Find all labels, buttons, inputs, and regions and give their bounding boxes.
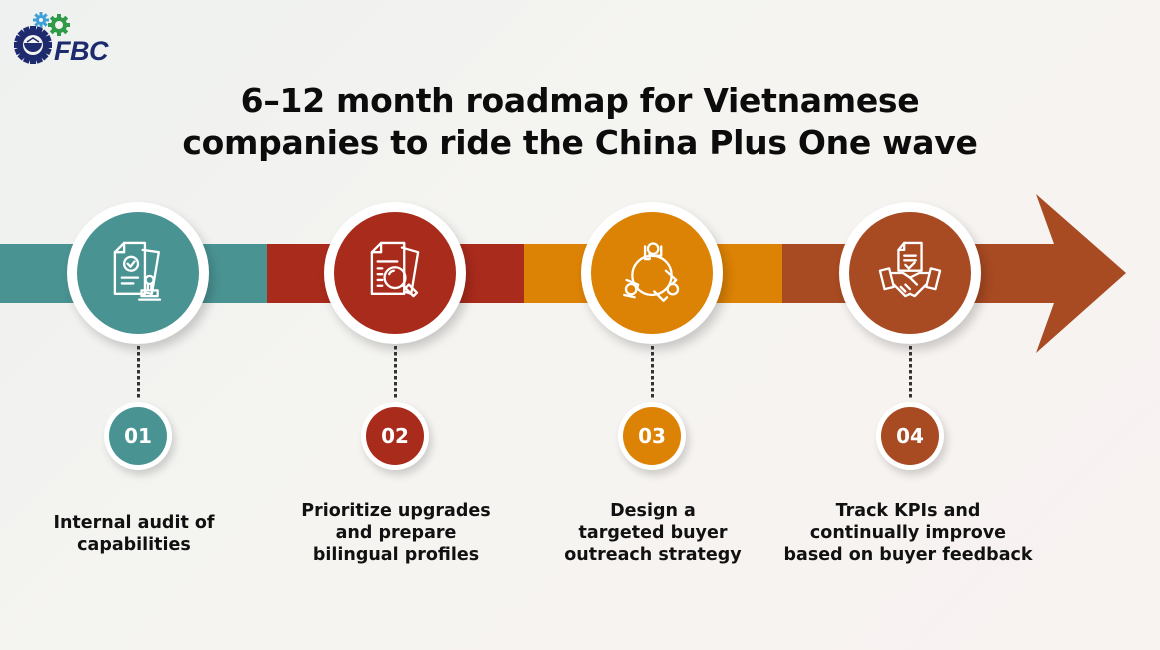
title-line-2: companies to ride the China Plus One wav…: [182, 123, 978, 162]
team-meeting-icon: [623, 242, 680, 302]
arrow-head-icon: [1030, 194, 1126, 353]
connector-dots-4: [909, 346, 912, 398]
step-3-line-3: outreach strategy: [564, 545, 742, 565]
document-stamp-icon: [113, 241, 162, 301]
connector-dots-1: [137, 346, 140, 398]
step-number-3: 03: [623, 407, 681, 465]
step-number-badge-4: 04: [876, 402, 944, 470]
step-1-line-2: capabilities: [77, 535, 191, 555]
step-4-line-1: Track KPIs and: [835, 501, 981, 521]
step-number-badge-2: 02: [361, 402, 429, 470]
step-3-line-1: Design a: [610, 501, 696, 521]
step-2-line-1: Prioritize upgrades: [301, 501, 491, 521]
step-label-3: Design a targeted buyer outreach strateg…: [513, 500, 793, 566]
step-number-badge-3: 03: [618, 402, 686, 470]
connector-dots-2: [394, 346, 397, 398]
step-number-2: 02: [366, 407, 424, 465]
logo-text: FBC: [54, 36, 109, 66]
step-number-4: 04: [881, 407, 939, 465]
step-label-1: Internal audit of capabilities: [0, 512, 274, 556]
step-2-icon-circle: [324, 202, 466, 344]
page-title: 6–12 month roadmap for Vietnamese compan…: [0, 80, 1160, 164]
step-1-line-1: Internal audit of: [53, 513, 215, 533]
step-4-line-3: based on buyer feedback: [783, 545, 1033, 565]
step-number-1: 01: [109, 407, 167, 465]
gears-handshake-logo-icon: [14, 12, 70, 64]
step-2-line-3: bilingual profiles: [312, 545, 480, 565]
step-3-icon-circle: [581, 202, 723, 344]
step-4-icon-circle: [839, 202, 981, 344]
step-1-icon-circle: [67, 202, 209, 344]
step-number-badge-1: 01: [104, 402, 172, 470]
step-label-4: Track KPIs and continually improve based…: [758, 500, 1058, 566]
step-label-2: Prioritize upgrades and prepare bilingua…: [256, 500, 536, 566]
title-line-1: 6–12 month roadmap for Vietnamese: [240, 81, 920, 120]
step-2-line-2: and prepare: [335, 523, 457, 543]
contract-handshake-icon: [878, 241, 942, 298]
step-3-line-2: targeted buyer: [578, 523, 728, 543]
fbc-logo: FBC: [14, 12, 118, 66]
step-4-line-2: continually improve: [809, 523, 1007, 543]
document-magnifier-icon: [370, 241, 420, 298]
connector-dots-3: [651, 346, 654, 398]
